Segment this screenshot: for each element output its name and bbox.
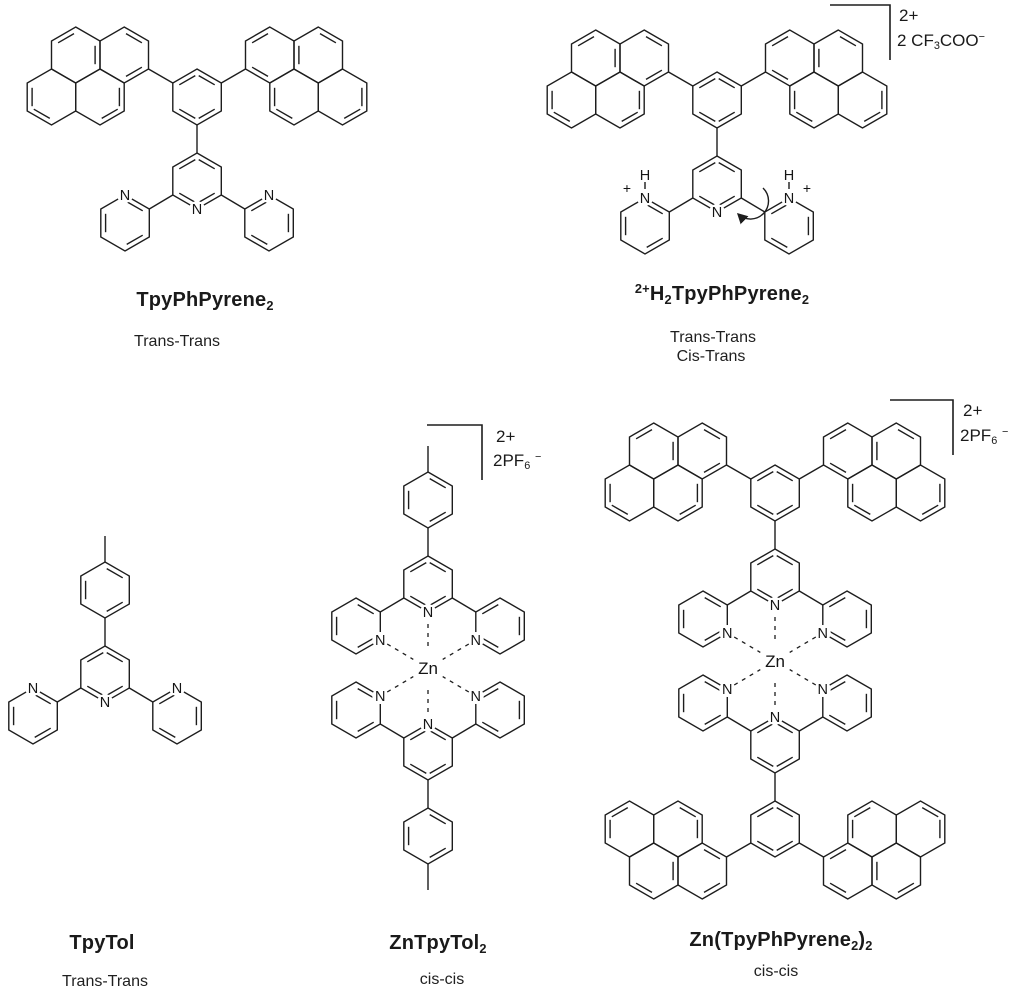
nitrogen-atom-label: N — [423, 717, 433, 733]
nitrogen-atom-label: N — [471, 633, 481, 649]
atom-mask — [637, 190, 653, 206]
molecule-caption: Trans-Trans — [134, 333, 220, 350]
atom-mask — [814, 625, 831, 641]
atom-mask — [781, 190, 797, 206]
molecule-name-tpytol: TpyTol — [69, 932, 135, 954]
nitrogen-atom-label: N — [100, 695, 110, 711]
molecule-name-h2tpyphpyrene2: 2+H2TpyPhPyrene2 — [634, 280, 810, 307]
atom-mask — [97, 694, 113, 710]
atom-mask — [719, 681, 736, 697]
atom-mask — [169, 680, 185, 696]
nitrogen-atom-label: N — [770, 598, 780, 614]
rotation-arrow-icon — [736, 187, 770, 225]
counterion-label: 2 CF3COO− — [897, 31, 985, 53]
atom-mask — [372, 632, 389, 648]
pyrene-group — [546, 29, 670, 129]
atom-mask — [467, 688, 484, 704]
atom-mask — [467, 632, 484, 648]
hydrogen-atom-label: H — [784, 168, 794, 184]
plus-charge-label: + — [623, 180, 631, 196]
nitrogen-atom-label: N — [192, 202, 202, 218]
atom-mask — [767, 709, 783, 725]
nitrogen-atom-label: N — [784, 191, 794, 207]
charge-bracket — [427, 424, 483, 480]
nitrogen-atom-label: N — [423, 605, 433, 621]
charge-label: 2+ — [899, 6, 919, 25]
molecule-name-zntpyphpyrene2: Zn(TpyPhPyrene2)2 — [689, 929, 873, 953]
nitrogen-atom-label: N — [818, 682, 828, 698]
nitrogen-atom-label: N — [640, 191, 650, 207]
charge-label: 2+ — [963, 401, 983, 420]
atom-mask — [415, 655, 441, 681]
nitrogen-atom-label: N — [770, 710, 780, 726]
atom-mask — [762, 648, 788, 674]
molecule-caption: Trans-Trans — [62, 973, 148, 990]
counterion-label: 2PF6 − — [493, 451, 542, 473]
hydrogen-atom-label: H — [640, 168, 650, 184]
atom-mask — [719, 625, 736, 641]
atom-mask — [420, 604, 436, 620]
nitrogen-atom-label: N — [172, 681, 182, 697]
atom-mask — [189, 201, 205, 217]
molecule-caption: Trans-Trans — [670, 329, 756, 346]
molecule-name-zntpytol2: ZnTpyTol2 — [389, 932, 487, 956]
molecule-caption: Cis-Trans — [676, 348, 746, 365]
plus-charge-label: + — [803, 180, 811, 196]
nitrogen-atom-label: N — [375, 633, 385, 649]
atom-mask — [814, 681, 831, 697]
pyrene-group — [822, 800, 946, 900]
nitrogen-atom-label: N — [818, 626, 828, 642]
atom-mask — [709, 204, 725, 220]
pyrene-group — [822, 422, 946, 522]
pyrene-group — [604, 800, 728, 900]
nitrogen-atom-label: N — [120, 188, 130, 204]
pyrene-group — [764, 29, 888, 129]
pyrene-group — [604, 422, 728, 522]
atom-mask — [372, 688, 389, 704]
atom-mask — [117, 187, 133, 203]
atom-mask — [25, 680, 41, 696]
structure-zntpytol2: N N N N N N Zn — [331, 424, 525, 890]
nitrogen-atom-label: N — [722, 682, 732, 698]
pyrene-group — [26, 26, 150, 126]
zinc-atom-label: Zn — [765, 652, 785, 671]
charge-bracket — [830, 4, 891, 60]
molecule-caption: cis-cis — [753, 963, 799, 980]
atom-mask — [420, 716, 436, 732]
nitrogen-atom-label: N — [375, 689, 385, 705]
nitrogen-atom-label: N — [722, 626, 732, 642]
pyrene-group — [244, 26, 368, 126]
nitrogen-atom-label: N — [471, 689, 481, 705]
structure-zntpyphpyrene2: N N N N N N Zn — [604, 399, 954, 900]
atom-mask — [261, 187, 277, 203]
nitrogen-atom-label: N — [712, 205, 722, 221]
charge-bracket — [890, 399, 954, 455]
nitrogen-atom-label: N — [28, 681, 38, 697]
molecule-caption: cis-cis — [419, 971, 465, 988]
molecule-name-tpyphpyrene2: TpyPhPyrene2 — [136, 289, 274, 313]
charge-label: 2+ — [496, 427, 516, 446]
nitrogen-atom-label: N — [264, 188, 274, 204]
zinc-atom-label: Zn — [418, 659, 438, 678]
atom-mask — [767, 597, 783, 613]
counterion-label: 2PF6 − — [960, 426, 1009, 448]
